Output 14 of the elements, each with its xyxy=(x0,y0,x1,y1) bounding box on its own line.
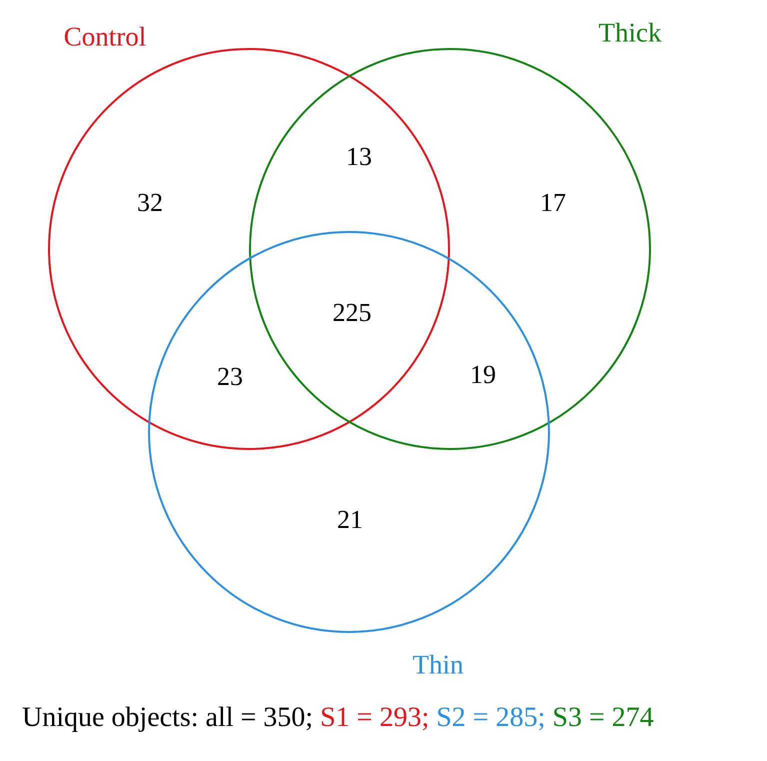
set-count-text: S1 = 293; xyxy=(320,702,430,733)
set-label: Control xyxy=(64,22,146,52)
set-count-text: S3 = 274 xyxy=(552,702,654,733)
summary-text: Unique objects: all = 350; xyxy=(22,702,314,733)
region-count: 13 xyxy=(346,142,372,172)
region-count: 23 xyxy=(217,362,243,392)
region-count: 17 xyxy=(540,188,566,218)
set-label: Thin xyxy=(412,650,464,680)
region-count: 21 xyxy=(337,505,363,535)
region-count: 19 xyxy=(470,360,496,390)
set-count-text: S2 = 285; xyxy=(436,702,546,733)
region-count: 225 xyxy=(332,298,372,328)
region-count: 32 xyxy=(137,188,163,218)
set-label: Thick xyxy=(598,18,662,48)
